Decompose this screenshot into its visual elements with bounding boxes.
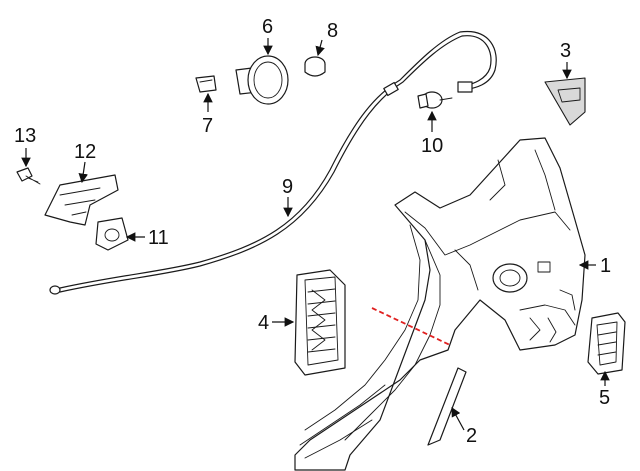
callout-12: 12 <box>74 141 96 163</box>
leader-8 <box>315 39 325 57</box>
bumper-stop <box>304 56 326 77</box>
callout-4: 4 <box>258 312 269 334</box>
callout-10: 10 <box>421 135 443 157</box>
cable-bracket <box>95 217 129 251</box>
screw <box>16 167 41 185</box>
actuator <box>417 91 453 109</box>
release-cable <box>49 30 497 295</box>
callout-2: 2 <box>466 425 477 447</box>
plate-part <box>544 77 586 126</box>
callout-7: 7 <box>202 115 213 137</box>
vent-grille-left <box>294 269 346 376</box>
callout-9: 9 <box>282 176 293 198</box>
mount-bracket <box>44 174 119 226</box>
molding-strip <box>427 367 467 446</box>
leader-12 <box>78 161 88 184</box>
vent-grille-right <box>587 312 626 375</box>
callout-5: 5 <box>599 387 610 409</box>
cut-line <box>371 307 451 346</box>
leader-2 <box>451 406 465 431</box>
fuel-door <box>235 55 289 105</box>
callout-8: 8 <box>327 20 338 42</box>
callout-1: 1 <box>600 255 611 277</box>
callout-3: 3 <box>560 40 571 62</box>
callout-11: 11 <box>148 227 169 249</box>
callout-13: 13 <box>14 125 36 147</box>
callout-6: 6 <box>262 16 273 38</box>
quarter-panel <box>294 137 586 471</box>
hinge-clip <box>195 75 217 93</box>
